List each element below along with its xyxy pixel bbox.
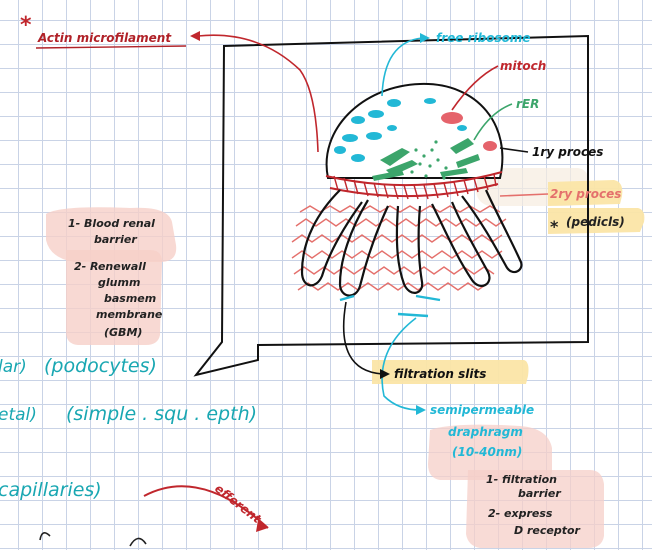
note-basmem: basmem: [104, 292, 156, 305]
note-receptor: D receptor: [514, 524, 581, 537]
cut-off-texts: lar) (podocytes) etal) (simple . squ . e…: [0, 355, 257, 501]
note-barrier: barrier: [94, 233, 137, 246]
bottom-partial-scribbles: [40, 533, 146, 546]
note-filtration-barrier-2: barrier: [518, 487, 561, 500]
label-primary-process: 1ry proces: [532, 145, 603, 159]
label-secondary-process: 2ry proces: [550, 187, 621, 201]
star-marker-pedicels: *: [550, 217, 559, 236]
note-filtration-barrier: 1- filtration: [486, 473, 557, 486]
label-free-ribosome: free ribosome: [436, 31, 531, 45]
actin-underline: [36, 46, 186, 48]
podocyte-cell-body: [326, 84, 502, 199]
note-glumm: glumm: [98, 276, 140, 289]
label-actin-microfilament: Actin microfilament: [37, 31, 172, 45]
star-marker: *: [20, 13, 32, 38]
note-membrane: membrane: [96, 308, 163, 321]
label-efferent: efferent: [212, 481, 265, 526]
note-express: 2- express: [488, 507, 553, 520]
label-semipermeable: semipermeable: [430, 403, 534, 417]
note-renewall: 2- Renewall: [74, 260, 146, 273]
cut-text-capillaries: capillaries): [0, 479, 102, 501]
label-mitochondria: mitoch: [500, 59, 546, 73]
label-pedicels: (pedicls): [566, 215, 625, 229]
note-gbm: (GBM): [104, 326, 142, 339]
label-diaphragm-size: (10-40nm): [452, 445, 522, 459]
label-diaphragm: draphragm: [448, 425, 523, 439]
cut-text-etal: etal): [0, 405, 37, 425]
cut-text-simple-squ-epth: (simple . squ . epth): [66, 403, 257, 425]
cut-text-lar: lar): [0, 357, 27, 377]
label-rer: rER: [516, 97, 539, 111]
cut-text-podocytes: (podocytes): [44, 355, 157, 377]
slit-diaphragm-marks: [340, 296, 440, 316]
label-filtration-slits: filtration slits: [394, 367, 486, 381]
primary-processes: [302, 190, 521, 296]
note-blood-renal: 1- Blood renal: [68, 217, 155, 230]
